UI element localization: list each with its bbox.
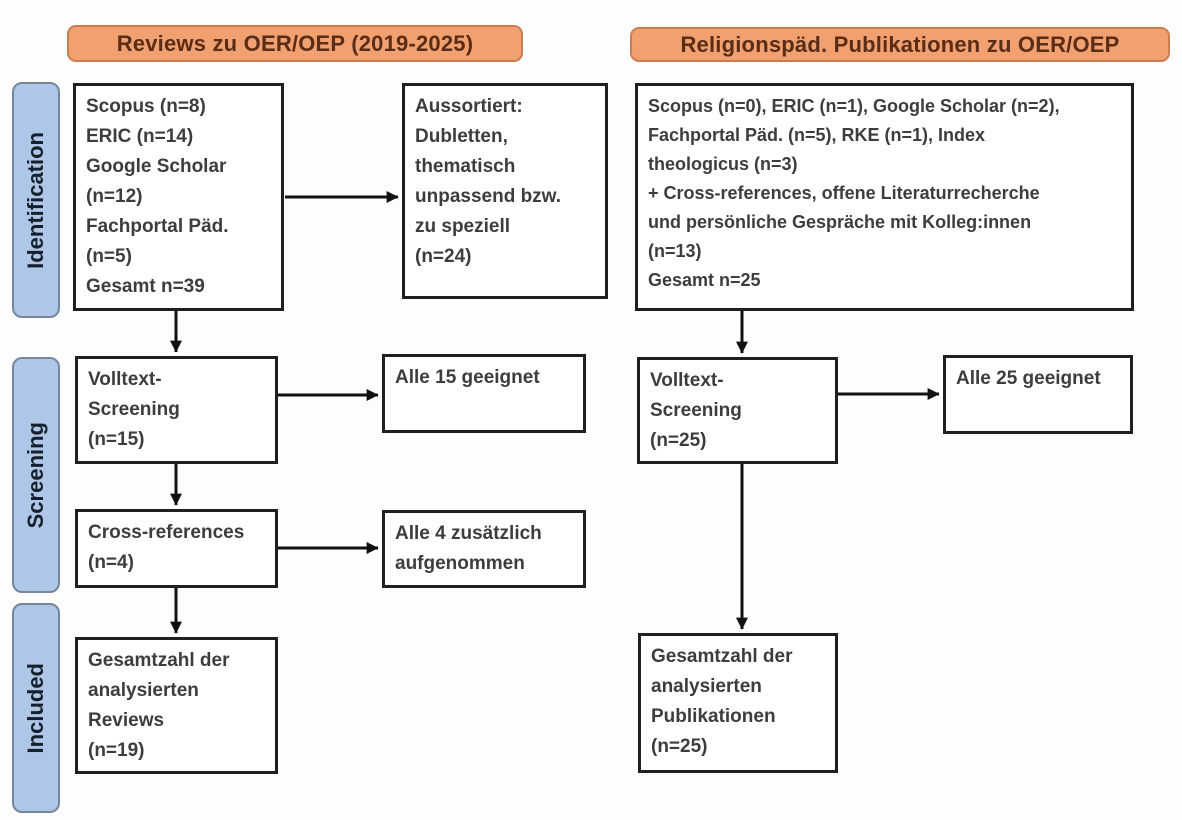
box-right-total-included: Gesamtzahl der analysierten Publikatione… — [638, 633, 838, 773]
box-left-total-included: Gesamtzahl der analysierten Reviews (n=1… — [75, 637, 278, 774]
column-header-reviews: Reviews zu OER/OEP (2019-2025) — [67, 25, 523, 62]
stage-label-screening-text: Screening — [23, 421, 48, 529]
box-left-crossreferences: Cross-references (n=4) — [75, 509, 278, 588]
box-left-excluded: Aussortiert: Dubletten, thematisch unpas… — [402, 83, 608, 299]
box-left-sources: Scopus (n=8) ERIC (n=14) Google Scholar … — [73, 83, 284, 311]
box-left-fulltext-screening: Volltext- Screening (n=15) — [75, 356, 278, 464]
stage-label-identification: Identification — [12, 82, 60, 318]
stage-label-included-text: Included — [23, 662, 48, 754]
stage-label-screening: Screening — [12, 357, 60, 593]
box-left-fulltext-result: Alle 15 geeignet — [382, 354, 586, 433]
box-right-sources: Scopus (n=0), ERIC (n=1), Google Scholar… — [635, 83, 1134, 311]
box-right-fulltext-result: Alle 25 geeignet — [943, 355, 1133, 434]
column-header-religionspaed: Religionspäd. Publikationen zu OER/OEP — [630, 27, 1170, 62]
stage-label-identification-text: Identification — [23, 131, 48, 269]
box-left-crossreferences-result: Alle 4 zusätzlich aufgenommen — [382, 510, 586, 588]
stage-label-included: Included — [12, 603, 60, 813]
box-right-fulltext-screening: Volltext- Screening (n=25) — [637, 357, 838, 464]
